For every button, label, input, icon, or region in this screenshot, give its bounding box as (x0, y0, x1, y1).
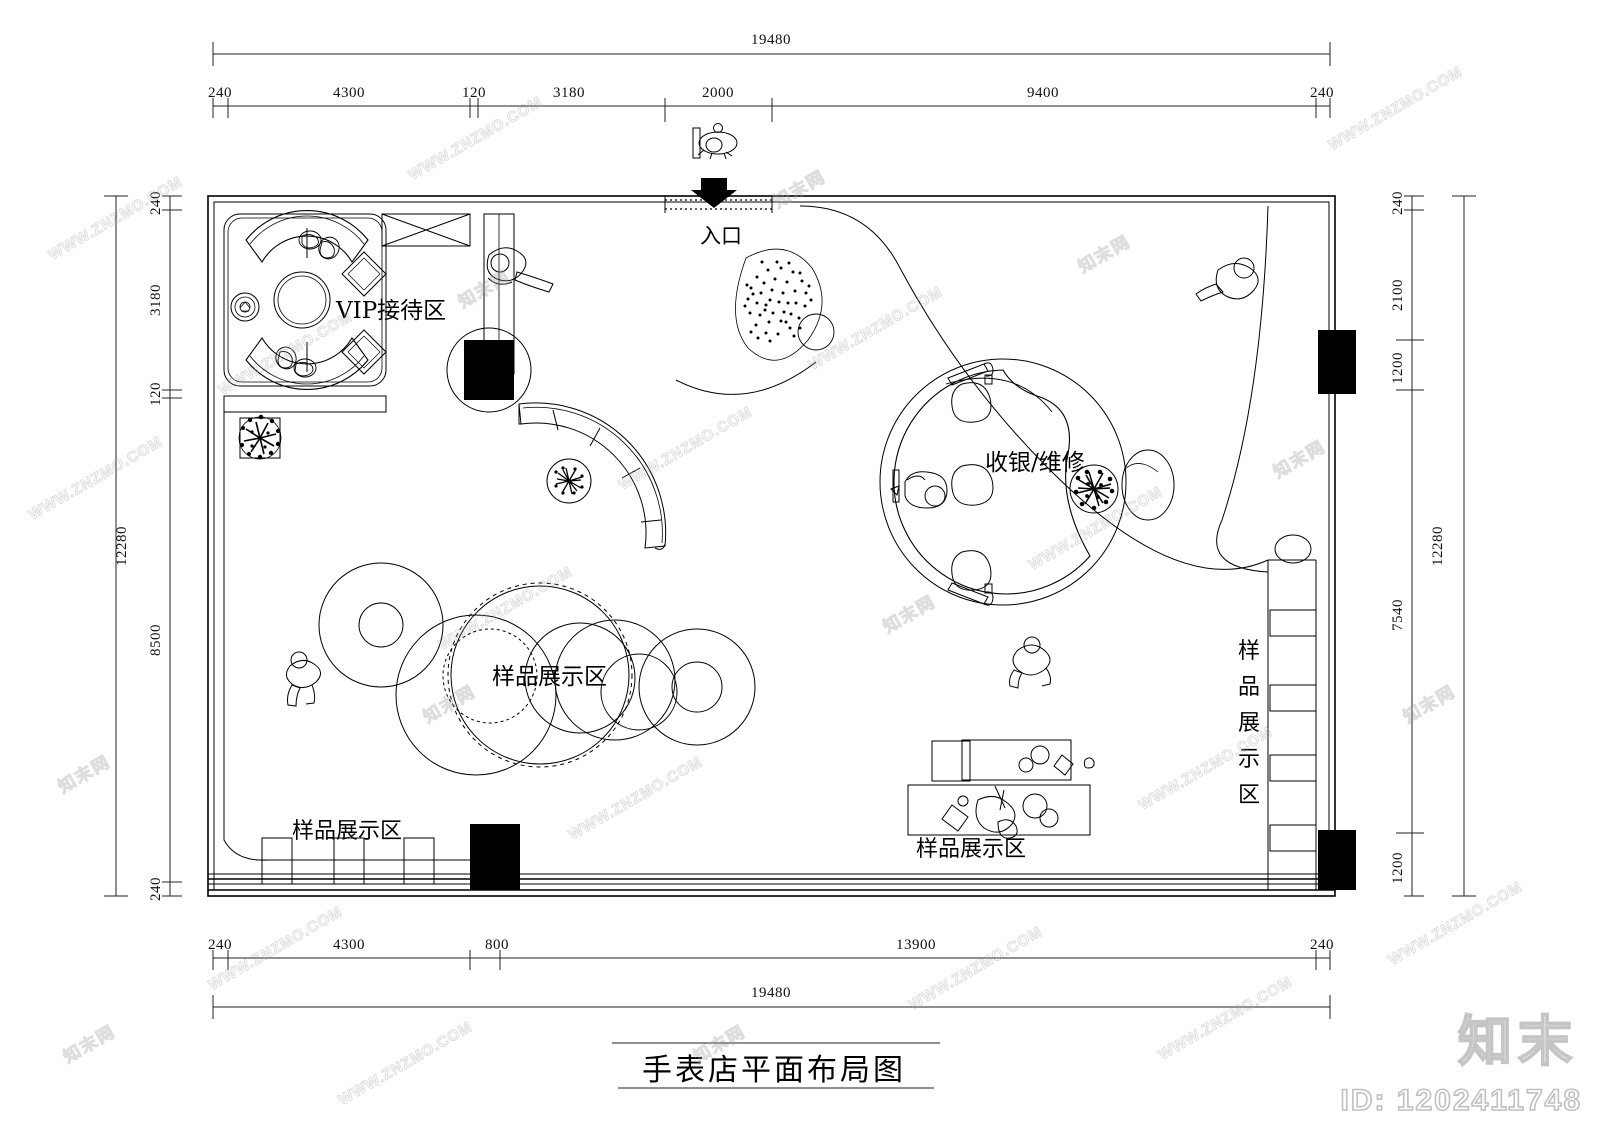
dim-bottom-0: 240 (208, 937, 232, 953)
dim-left-0: 240 (148, 191, 164, 215)
dim-bottom-overall (212, 995, 1331, 1019)
vip-partition (223, 213, 515, 413)
curved-sofa-center (518, 402, 667, 550)
zone-label-sample-bottom-left: 样品展示区 (292, 819, 402, 844)
dim-top-4: 2000 (702, 85, 734, 101)
dim-left-3: 8500 (148, 624, 164, 656)
svg-text:展: 展 (1238, 711, 1260, 736)
zone-label-sample-right: 样 品 展 示 区 (1238, 639, 1260, 808)
title-underline (612, 1042, 940, 1089)
dim-top-6: 240 (1310, 85, 1334, 101)
column-left-upper (464, 340, 514, 400)
planter-tree-icon (238, 414, 282, 460)
sample-display-circles (318, 562, 756, 776)
figure-right-wall (1195, 257, 1259, 302)
dim-bottom-chain (212, 950, 1331, 970)
column-right-upper (1318, 330, 1356, 394)
interior-curved-wall-left (223, 412, 269, 861)
zone-label-entrance: 入口 (700, 224, 742, 248)
entrance-arrow-icon (691, 178, 737, 208)
column-left-lower (470, 824, 520, 890)
dim-right-0: 240 (1390, 191, 1406, 215)
zone-label-sample-bottom-center: 样品展示区 (916, 837, 1026, 862)
entrance-opening (664, 196, 773, 213)
dim-bottom-overall-label: 19480 (751, 985, 791, 1001)
dim-left-overall-label: 12280 (114, 526, 130, 566)
dim-bottom-3: 13900 (896, 937, 936, 953)
display-cases-bottom-left (256, 837, 470, 885)
dim-bottom-2: 800 (485, 937, 509, 953)
figure-sample-left (286, 651, 321, 707)
figure-partition (486, 247, 554, 293)
plant-circle-icon (546, 458, 592, 504)
cashier-repair-island (879, 358, 1175, 606)
dim-right-3: 7540 (1390, 599, 1406, 631)
figure-bottom-center (1009, 636, 1051, 689)
vip-reception-area (223, 210, 387, 390)
dim-top-0: 240 (208, 85, 232, 101)
svg-text:区: 区 (1238, 783, 1260, 808)
svg-text:示: 示 (1238, 747, 1260, 772)
watermark-id: ID: 1202411748 (1340, 1083, 1582, 1118)
dim-right-2: 1200 (1390, 352, 1406, 384)
dim-top-overall-label: 19480 (751, 32, 791, 48)
watermark-logo: 知末 (1457, 1008, 1578, 1074)
dim-top-2: 120 (462, 85, 486, 101)
dim-top-3: 3180 (553, 85, 585, 101)
entrance-figure-icon (692, 123, 738, 160)
dim-bottom-4: 240 (1310, 937, 1334, 953)
dim-left-2: 120 (148, 382, 164, 406)
dim-top-5: 9400 (1027, 85, 1059, 101)
dim-top-chain (212, 98, 1331, 122)
structural-columns (446, 327, 1356, 890)
svg-text:品: 品 (1238, 675, 1260, 700)
dim-right-1: 2100 (1390, 279, 1406, 311)
zone-label-vip: VIP接待区 (335, 298, 446, 324)
dim-bottom-1: 4300 (333, 937, 365, 953)
zone-label-sample-center: 样品展示区 (492, 664, 607, 690)
dim-left-chain (162, 195, 182, 897)
column-right-lower (1318, 830, 1356, 890)
dim-right-overall-label: 12280 (1430, 526, 1446, 566)
dim-left-overall (104, 195, 128, 897)
dim-right-4: 1200 (1390, 852, 1406, 884)
human-figures (286, 247, 1259, 707)
dim-right-overall (1452, 195, 1476, 897)
dim-left-4: 240 (148, 877, 164, 901)
building-walls (207, 195, 1336, 897)
dim-top-1: 4300 (333, 85, 365, 101)
sweeping-curve-wall (799, 205, 1269, 573)
dim-right-chain (1396, 195, 1424, 897)
planting-bed-stipple (675, 248, 835, 395)
dim-top-overall (212, 42, 1331, 66)
display-counters-bottom-center (907, 739, 1095, 839)
drawing-title: 手表店平面布局图 (642, 1053, 906, 1088)
wall-display-unit-right (1267, 534, 1317, 890)
dim-left-1: 3180 (148, 284, 164, 316)
svg-text:样: 样 (1238, 639, 1260, 664)
zone-label-cashier: 收银/维修 (985, 450, 1085, 476)
